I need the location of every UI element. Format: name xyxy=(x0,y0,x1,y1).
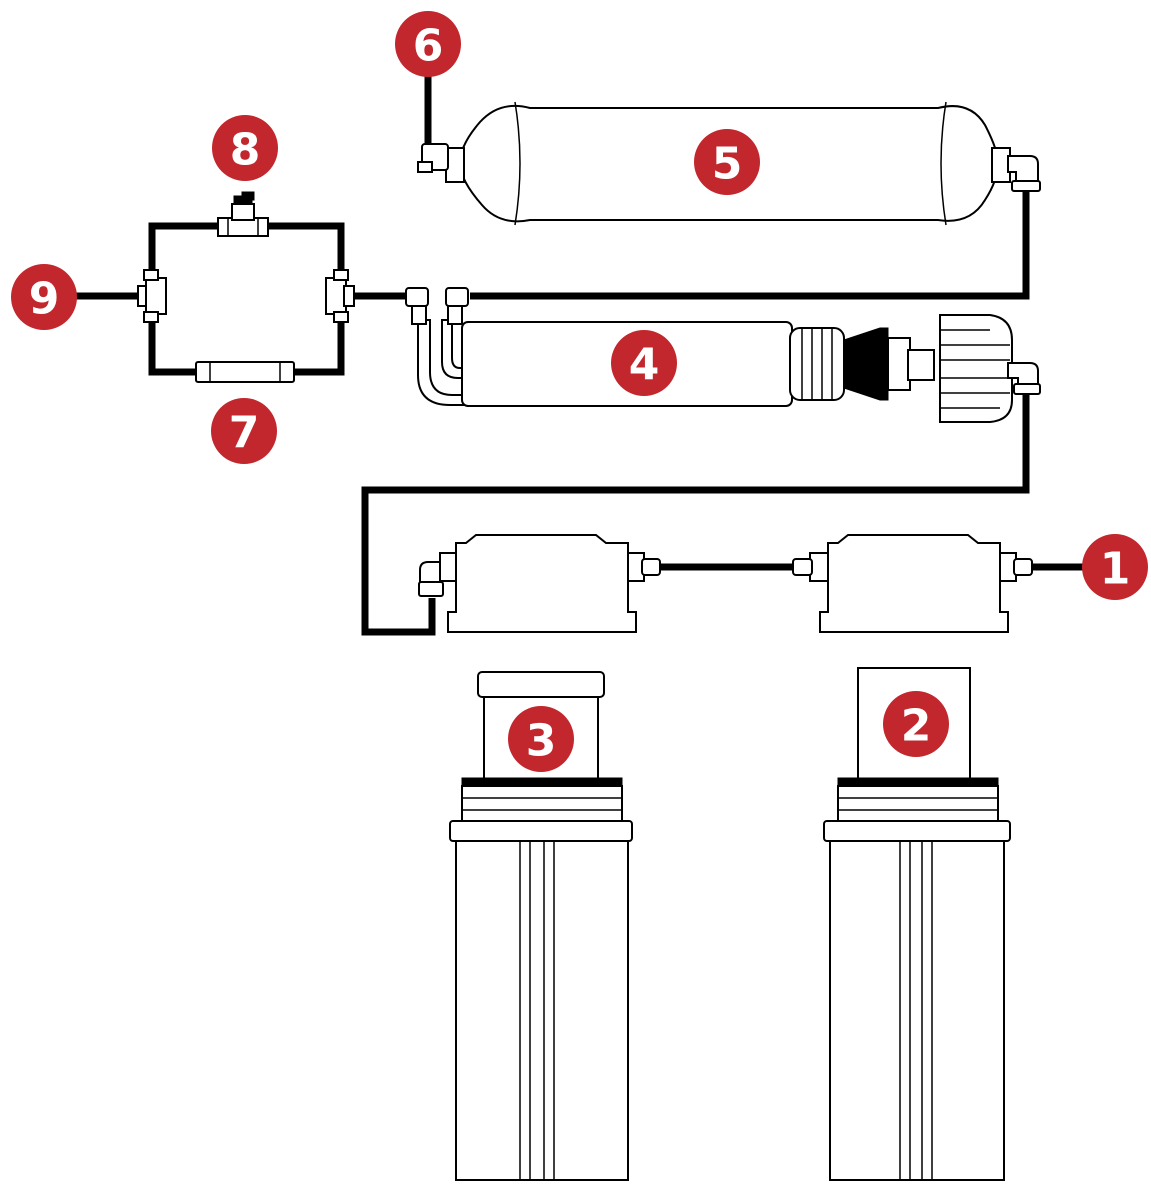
badge-1-label: 1 xyxy=(1100,544,1131,595)
housing-left xyxy=(418,534,661,1181)
badge-3: 3 xyxy=(508,706,574,772)
badge-8: 8 xyxy=(212,115,278,181)
housing-right xyxy=(792,534,1033,1181)
badge-9: 9 xyxy=(11,264,77,330)
badge-2: 2 xyxy=(883,691,949,757)
flow-loop xyxy=(148,222,345,376)
badge-2-label: 2 xyxy=(901,701,932,752)
badge-3-label: 3 xyxy=(526,716,557,767)
badge-6-label: 6 xyxy=(413,21,444,72)
badge-9-label: 9 xyxy=(29,274,60,325)
badge-7-label: 7 xyxy=(229,408,260,459)
badge-1: 1 xyxy=(1082,534,1148,600)
badge-6: 6 xyxy=(395,11,461,77)
post-filter-tube xyxy=(470,182,1030,300)
prefilter-to-membrane-tube xyxy=(361,388,1030,636)
badge-4: 4 xyxy=(611,330,677,396)
badge-7: 7 xyxy=(211,398,277,464)
membrane-housing xyxy=(405,287,1041,423)
badge-4-label: 4 xyxy=(629,340,660,391)
badge-5: 5 xyxy=(694,129,760,195)
loop-fittings xyxy=(137,191,355,383)
tubing xyxy=(70,70,1085,636)
badge-5-label: 5 xyxy=(712,139,743,190)
badge-8-label: 8 xyxy=(230,125,261,176)
